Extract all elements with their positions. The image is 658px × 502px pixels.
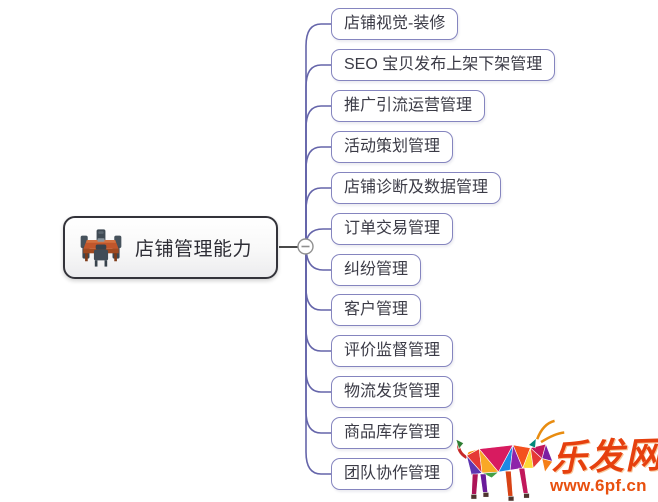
branch-node-label: 纠纷管理 bbox=[344, 261, 409, 278]
branch-node[interactable]: 推广引流运营管理 bbox=[331, 90, 486, 122]
branch-node[interactable]: 订单交易管理 bbox=[331, 213, 454, 245]
branch-node-label: 客户管理 bbox=[344, 301, 409, 318]
branch-node[interactable]: 店铺诊断及数据管理 bbox=[331, 172, 502, 204]
branch-node[interactable]: 客户管理 bbox=[331, 294, 422, 326]
branch-node[interactable]: 活动策划管理 bbox=[331, 131, 454, 163]
branch-node-label: 商品库存管理 bbox=[344, 424, 441, 441]
branch-node-label: 店铺视觉-装修 bbox=[344, 15, 446, 32]
branch-connector bbox=[305, 246, 331, 311]
branch-connector bbox=[305, 64, 331, 247]
branch-connector bbox=[305, 23, 331, 247]
collapse-button[interactable] bbox=[297, 238, 314, 255]
branch-connector bbox=[305, 246, 331, 475]
branch-node[interactable]: 评价监督管理 bbox=[331, 335, 454, 367]
branch-node[interactable]: 物流发货管理 bbox=[331, 376, 454, 408]
branch-node[interactable]: SEO 宝贝发布上架下架管理 bbox=[331, 49, 556, 81]
branch-connector bbox=[305, 246, 331, 434]
branch-node-label: 推广引流运营管理 bbox=[344, 97, 473, 114]
branch-connector bbox=[305, 246, 331, 393]
branch-node[interactable]: 商品库存管理 bbox=[331, 417, 454, 449]
branch-node-label: 物流发货管理 bbox=[344, 383, 441, 400]
root-node-label: 店铺管理能力 bbox=[135, 239, 253, 260]
branch-node-label: 活动策划管理 bbox=[344, 138, 441, 155]
watermark-site-name: 乐发网 bbox=[550, 433, 658, 479]
branch-node-label: 店铺诊断及数据管理 bbox=[344, 179, 489, 196]
branch-node-label: 团队协作管理 bbox=[344, 465, 441, 482]
branch-connector bbox=[305, 146, 331, 247]
branch-node-label: 订单交易管理 bbox=[344, 220, 441, 237]
branch-connector bbox=[305, 187, 331, 247]
branch-node-label: 评价监督管理 bbox=[344, 342, 441, 359]
branch-node[interactable]: 团队协作管理 bbox=[331, 458, 454, 490]
root-node[interactable]: 店铺管理能力 bbox=[63, 216, 278, 279]
branch-node-label: SEO 宝贝发布上架下架管理 bbox=[344, 56, 543, 73]
bull-logo-icon bbox=[455, 419, 565, 502]
meeting-table-icon bbox=[80, 228, 122, 267]
branch-node[interactable]: 店铺视觉-装修 bbox=[331, 8, 459, 40]
branch-node[interactable]: 纠纷管理 bbox=[331, 254, 422, 286]
watermark: 乐发网 www.6pf.cn bbox=[455, 414, 658, 502]
branch-connector bbox=[305, 105, 331, 247]
watermark-site-url: www.6pf.cn bbox=[550, 476, 647, 495]
